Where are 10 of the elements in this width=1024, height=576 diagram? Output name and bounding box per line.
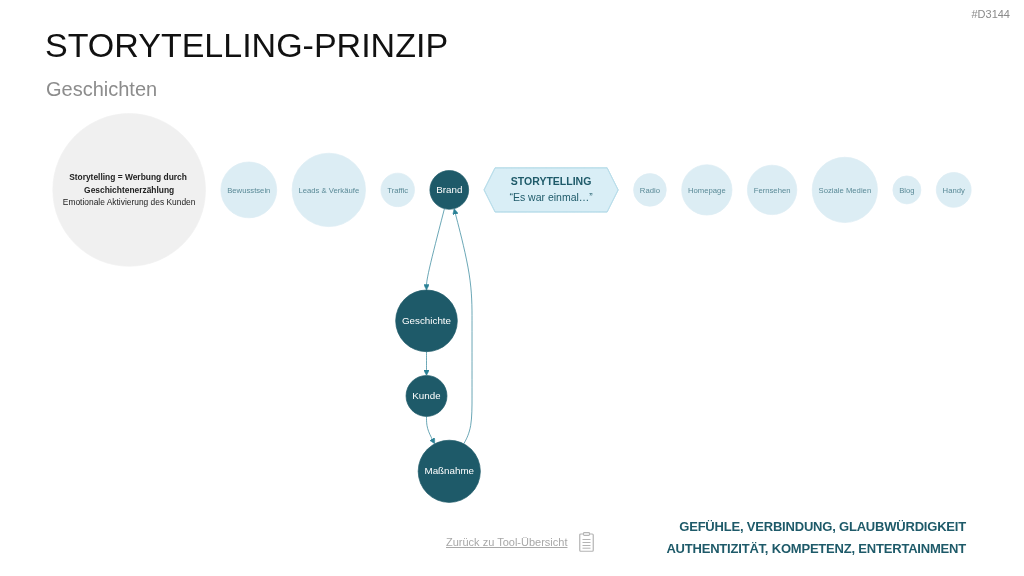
node-circle: Kunde bbox=[405, 375, 448, 417]
node-circle: Geschichte bbox=[395, 289, 458, 353]
keyword-line: AUTHENTIZITÄT, KOMPETENZ, ENTERTAINMENT bbox=[666, 541, 966, 556]
back-link: Zurück zu Tool-Übersicht bbox=[446, 536, 568, 548]
reference-code: #D3144 bbox=[971, 8, 1010, 20]
title: STORYTELLING-PRINZIP bbox=[45, 26, 449, 65]
node-circle: Maßnahme bbox=[417, 439, 481, 503]
subtitle: Geschichten bbox=[46, 78, 158, 101]
node-circle: Brand bbox=[429, 170, 469, 210]
keyword-line: GEFÜHLE, VERBINDUNG, GLAUBWÜRDIGKEIT bbox=[679, 519, 966, 534]
